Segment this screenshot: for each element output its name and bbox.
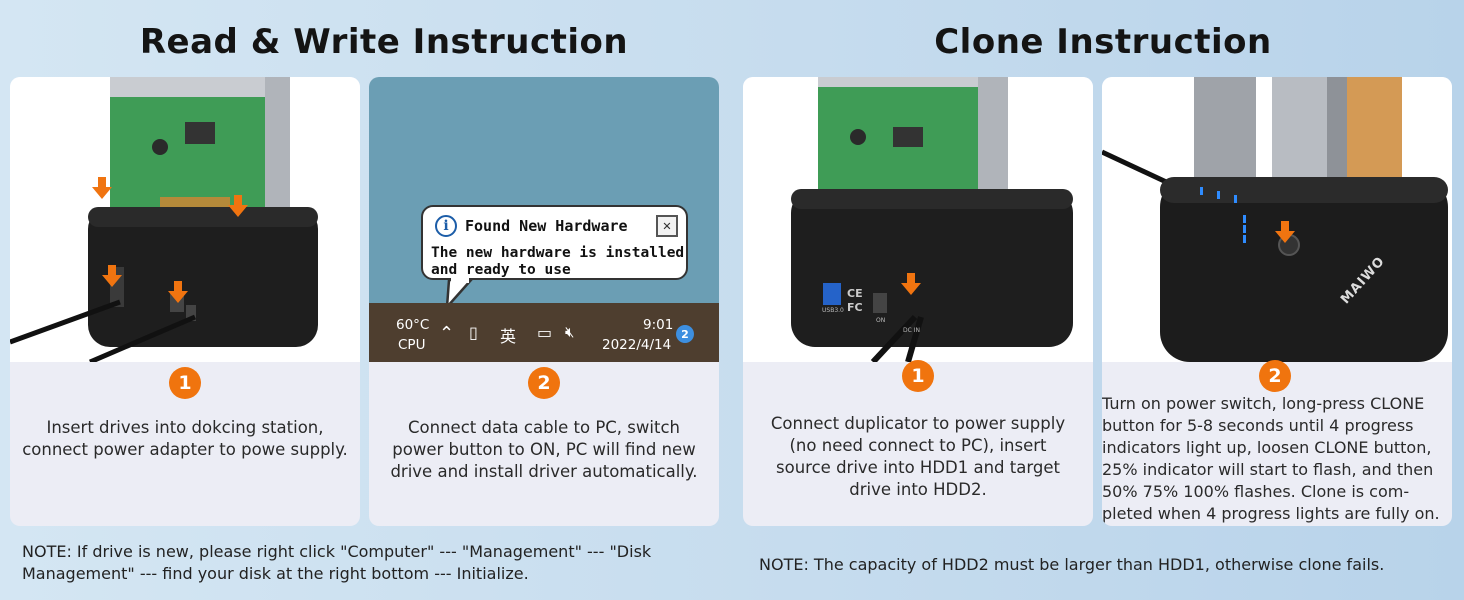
read-write-step1-card: 1 Insert drives into dokcing station, co…: [10, 77, 360, 526]
ce-mark: CE: [847, 287, 863, 300]
usb-port-label: USB3.0: [822, 307, 844, 314]
step-description: Insert drives into dokcing station, conn…: [22, 418, 348, 459]
close-icon[interactable]: ✕: [656, 215, 678, 237]
step-number-badge: 1: [169, 367, 201, 399]
network-icon[interactable]: ▭: [537, 323, 553, 342]
clone-note: NOTE: The capacity of HDD2 must be large…: [759, 555, 1385, 574]
pc-notification-screen: i Found New Hardware ✕ The new hardware …: [369, 77, 719, 362]
info-icon: i: [435, 215, 457, 237]
read-write-step2-card: i Found New Hardware ✕ The new hardware …: [369, 77, 719, 526]
popup-title: Found New Hardware: [465, 217, 628, 235]
mute-icon[interactable]: 🔇︎: [565, 323, 575, 341]
step-number-badge: 2: [528, 367, 560, 399]
cpu-label: CPU: [398, 337, 426, 353]
notification-badge[interactable]: 2: [676, 325, 694, 343]
duplicator-photo: USB3.0 DC IN ON CE FC: [743, 77, 1093, 362]
taskbar: 60°C CPU ⌃ ▯ 英 ▭ 🔇︎ 9:01 2022/4/14 2: [369, 303, 719, 362]
fc-mark: FC: [847, 301, 863, 314]
power-port-label: DC IN: [903, 327, 920, 334]
clock-date: 2022/4/14: [602, 337, 672, 353]
dock-photo: [10, 77, 360, 362]
usb-drive-icon[interactable]: ▯: [469, 323, 478, 342]
switch-label: ON: [876, 317, 886, 324]
read-write-heading: Read & Write Instruction: [139, 22, 629, 62]
clock-time: 9:01: [643, 317, 674, 333]
clone-step2-card: MAIWO 2 Turn on power switch, long-press…: [1102, 77, 1452, 526]
step-description: Connect duplicator to power supply (no n…: [770, 414, 1066, 499]
found-new-hardware-popup: i Found New Hardware ✕ The new hardware …: [421, 205, 688, 280]
step-description: Turn on power switch, long-press CLONE b…: [1102, 394, 1440, 523]
step-description: Connect data cable to PC, switch power b…: [390, 418, 698, 481]
chevron-up-icon[interactable]: ⌃: [439, 323, 455, 344]
popup-message: The new hardware is installed and ready …: [431, 245, 685, 278]
clone-step1-card: USB3.0 DC IN ON CE FC 1 Connect duplicat…: [743, 77, 1093, 526]
read-write-note: NOTE: If drive is new, please right clic…: [22, 542, 652, 583]
cpu-temp: 60°C: [396, 317, 430, 333]
language-indicator[interactable]: 英: [500, 327, 517, 346]
clone-button-photo: MAIWO: [1102, 77, 1452, 362]
step-number-badge: 1: [902, 360, 934, 392]
step-number-badge: 2: [1259, 360, 1291, 392]
clone-heading: Clone Instruction: [934, 22, 1272, 62]
